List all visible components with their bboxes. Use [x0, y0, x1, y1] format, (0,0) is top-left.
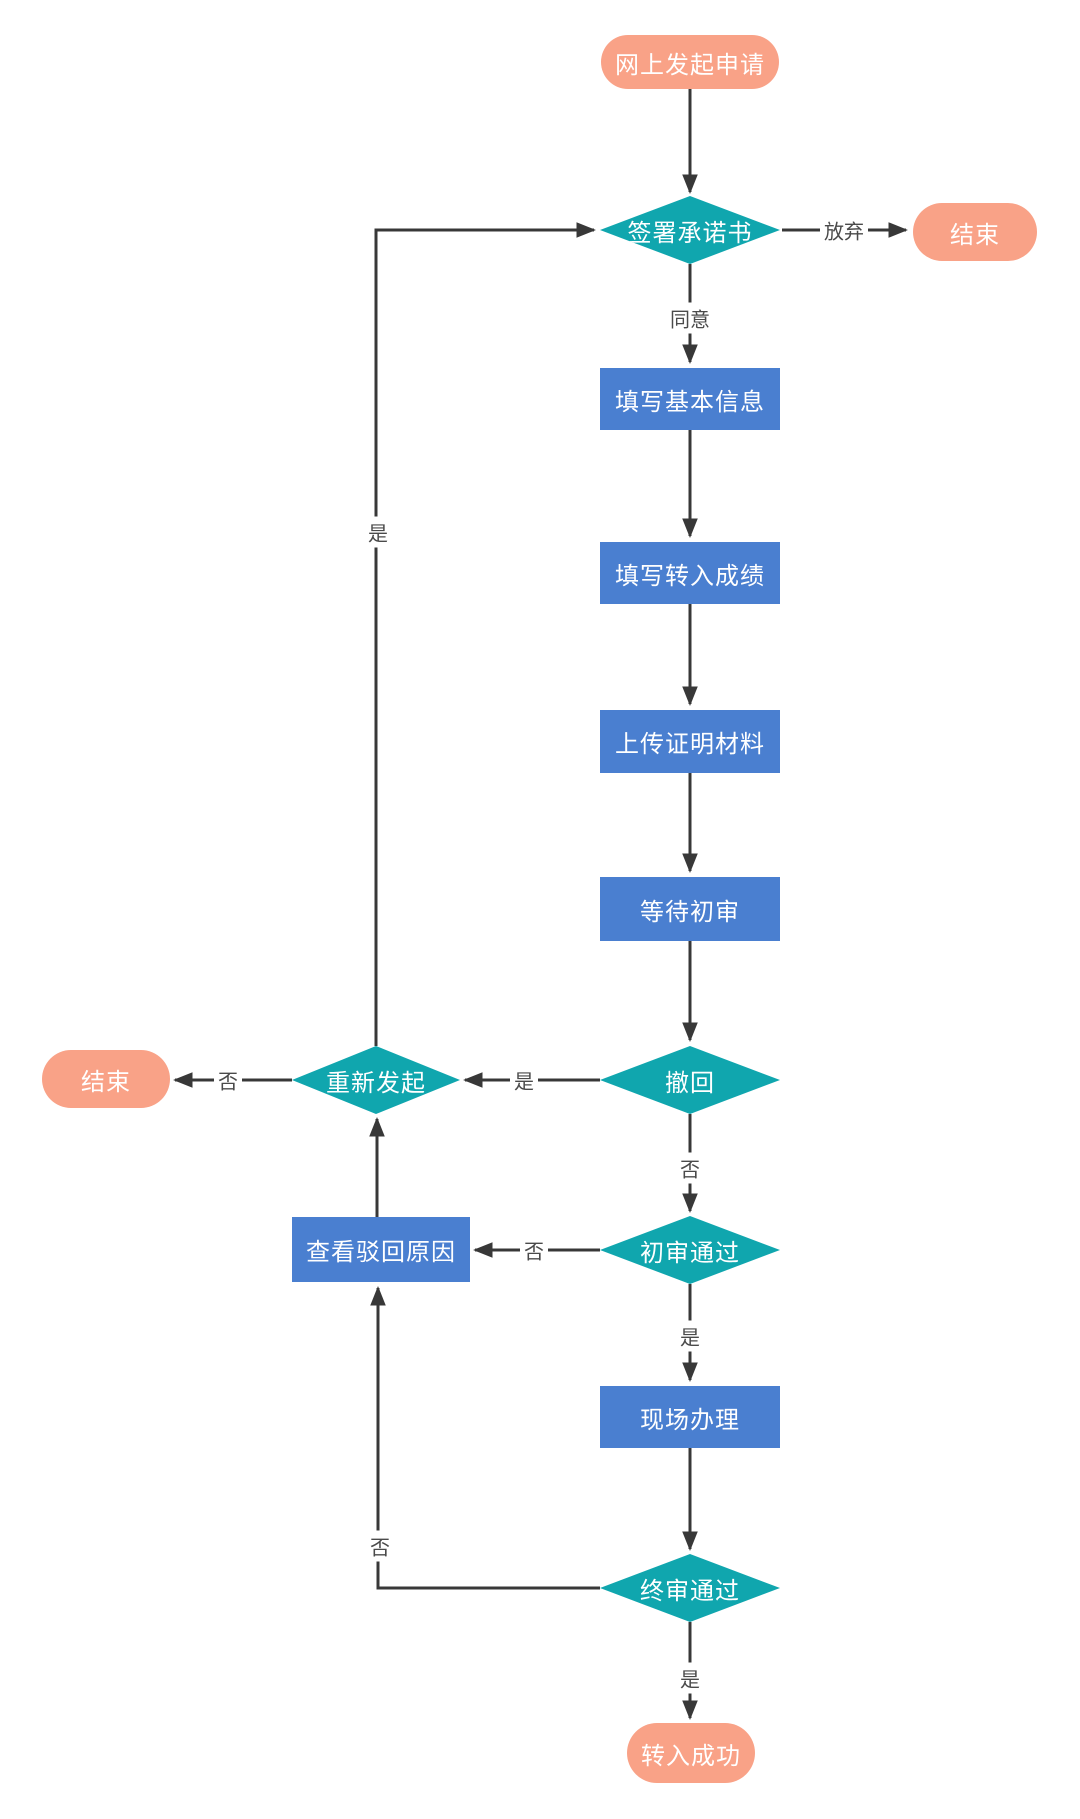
node-upload-materials: 上传证明材料: [600, 710, 780, 773]
node-start: 网上发起申请: [601, 35, 779, 89]
node-end-left: 结束: [42, 1050, 170, 1108]
node-fill-basic-info: 填写基本信息: [600, 368, 780, 430]
edge-reinitiate-to-sign: [374, 222, 596, 1046]
edge-label-first-review-no: 否: [520, 1234, 548, 1266]
node-fill-transfer-scores: 填写转入成绩: [600, 542, 780, 604]
edge-label-withdraw-no: 否: [676, 1152, 704, 1184]
edge-label-reinitiate-yes: 是: [364, 516, 392, 548]
edge-label-withdraw-yes: 是: [510, 1064, 538, 1096]
edge-final-review-to-view-reason: [370, 1286, 600, 1590]
edge-label-agree: 同意: [666, 302, 714, 334]
node-view-rejection-reason: 查看驳回原因: [292, 1217, 470, 1282]
edge-label-reinitiate-no: 否: [214, 1064, 242, 1096]
node-onsite-processing: 现场办理: [600, 1386, 780, 1448]
node-end-right: 结束: [913, 203, 1037, 261]
node-wait-initial-review: 等待初审: [600, 877, 780, 941]
edge-label-final-review-yes: 是: [676, 1662, 704, 1694]
edge-label-first-review-yes: 是: [676, 1320, 704, 1352]
node-transfer-success: 转入成功: [627, 1723, 755, 1783]
edge-label-final-review-no: 否: [366, 1530, 394, 1562]
edge-label-give-up: 放弃: [820, 214, 868, 246]
